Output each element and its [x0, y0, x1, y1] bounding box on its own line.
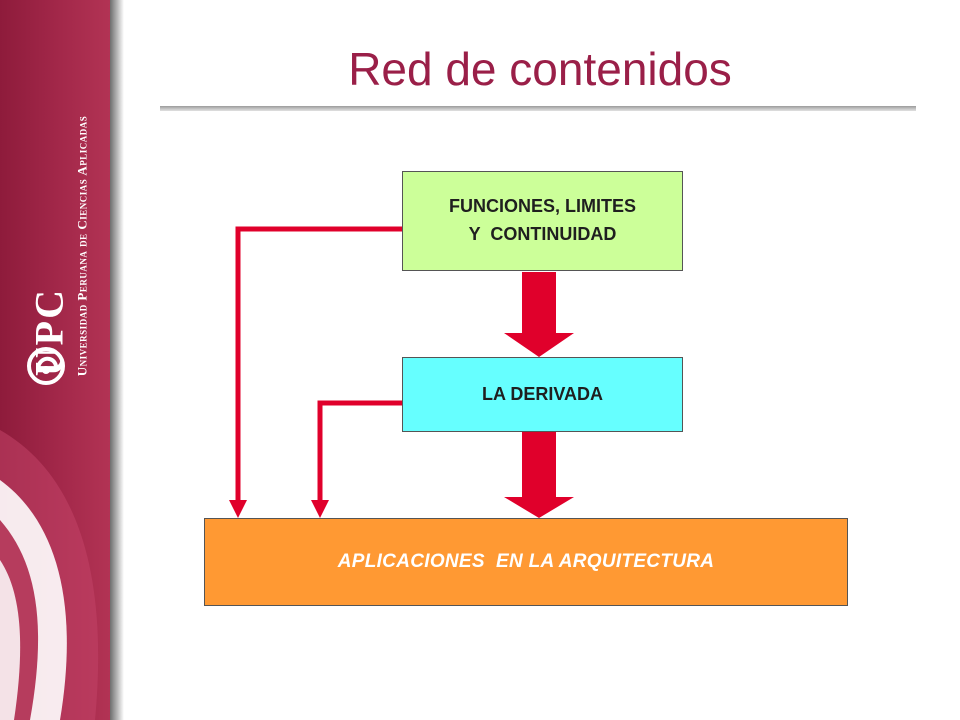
arrowhead-derivada-aplicaciones: [311, 500, 329, 518]
node-la-derivada: LA DERIVADA: [402, 357, 683, 432]
node-derivada-label: LA DERIVADA: [482, 383, 603, 404]
university-logo: UPC Universidad Peruana de Ciencias Apli…: [12, 96, 104, 396]
node-aplicaciones-label: APLICACIONES EN LA ARQUITECTURA: [337, 551, 715, 573]
sidebar-banner: UPC Universidad Peruana de Ciencias Apli…: [0, 0, 110, 720]
connector-funciones-aplicaciones: [235, 226, 402, 500]
thick-arrow-derivada-aplicaciones: [504, 432, 574, 518]
arrowhead-funciones-aplicaciones: [229, 500, 247, 518]
node-funciones-limites-continuidad: FUNCIONES, LIMITES Y CONTINUIDAD: [402, 171, 683, 271]
sidebar-shadow: [110, 0, 124, 720]
upc-emblem-icon: [27, 347, 65, 385]
slide-title: Red de contenidos: [348, 43, 732, 95]
node-aplicaciones-arquitectura: APLICACIONES EN LA ARQUITECTURA: [204, 518, 848, 606]
logo-university-name: Universidad Peruana de Ciencias Aplicada…: [74, 115, 90, 377]
title-underline: [160, 106, 916, 111]
decorative-swirl: [0, 430, 99, 720]
connector-derivada-aplicaciones: [317, 400, 402, 500]
node-funciones-line-2: Y CONTINUIDAD: [468, 224, 617, 244]
node-funciones-line-1: FUNCIONES, LIMITES: [448, 196, 636, 217]
thick-arrow-funciones-derivada: [504, 272, 574, 357]
